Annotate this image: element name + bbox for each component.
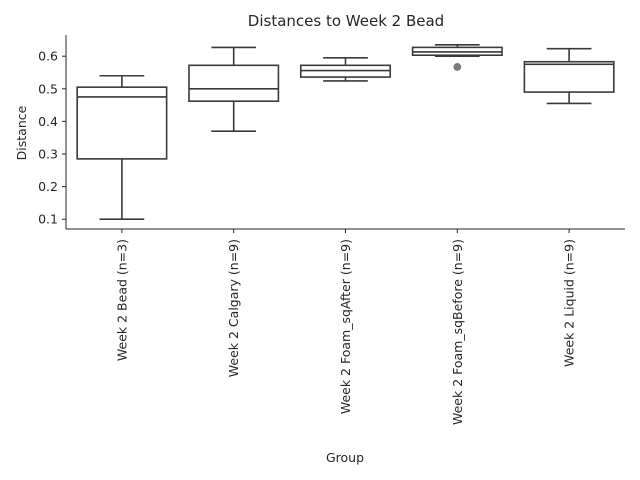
y-tick-label: 0.4 <box>38 114 58 129</box>
chart-title: Distances to Week 2 Bead <box>248 12 444 30</box>
box-group <box>76 74 168 221</box>
y-tick-label: 0.1 <box>38 212 58 227</box>
box-iqr <box>76 86 168 160</box>
outlier-point <box>453 63 462 71</box>
box-group <box>188 46 280 132</box>
x-axis-label: Group <box>326 450 364 465</box>
box-iqr <box>523 60 615 93</box>
x-tick-label: Week 2 Foam_sqAfter (n=9) <box>338 239 353 414</box>
box-group <box>523 47 615 105</box>
x-tick-label: Week 2 Bead (n=3) <box>114 239 129 361</box>
x-tick-label: Week 2 Liquid (n=9) <box>562 239 577 367</box>
y-tick-label: 0.5 <box>38 81 58 96</box>
box-group <box>411 43 503 71</box>
x-axis-ticks: Week 2 Bead (n=3) Week 2 Calgary (n=9) Wee… <box>114 229 577 425</box>
y-axis-ticks: 0.1 0.2 0.3 0.4 0.5 0.6 <box>38 49 66 227</box>
box-group <box>299 57 392 82</box>
y-tick-label: 0.6 <box>38 49 58 64</box>
box-iqr <box>188 64 280 102</box>
x-tick-label: Week 2 Foam_sqBefore (n=9) <box>450 239 465 425</box>
box-series <box>76 43 615 221</box>
y-axis-label: Distance <box>14 105 29 160</box>
y-tick-label: 0.3 <box>38 147 58 162</box>
x-tick-label: Week 2 Calgary (n=9) <box>226 239 241 377</box>
y-tick-label: 0.2 <box>38 179 58 194</box>
